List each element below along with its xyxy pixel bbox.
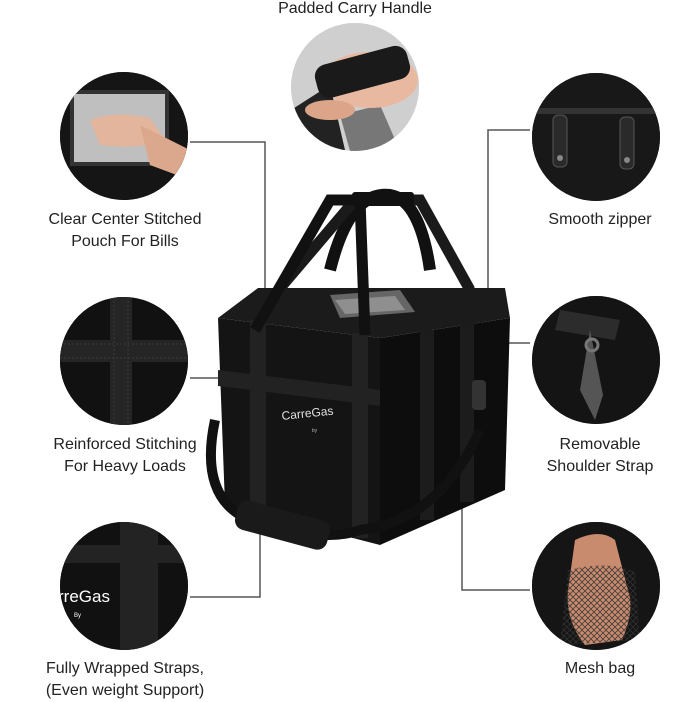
shoulder-strap-detail-image	[532, 296, 660, 424]
label-padded-handle: Padded Carry Handle	[278, 0, 432, 17]
bag-illustration	[205, 188, 510, 550]
label-mesh-bag: Mesh bag	[564, 660, 636, 677]
inset-brand-sub: By	[74, 613, 81, 619]
label-reinforced-stitching: Reinforced Stitching For Heavy Loads	[53, 436, 197, 475]
bag-brand-name: CarreGas	[281, 404, 334, 423]
zipper-detail-image	[532, 73, 660, 201]
label-smooth-zipper: Smooth zipper	[548, 211, 652, 228]
handle-detail-image	[291, 23, 419, 151]
mesh-bag-detail-image	[532, 522, 660, 650]
label-wrapped-straps: Fully Wrapped Straps, (Even weight Suppo…	[45, 660, 205, 699]
inset-brand-name: rreGas	[58, 587, 110, 606]
stitching-detail-image	[60, 297, 188, 425]
label-shoulder-strap: Removable Shoulder Strap	[546, 436, 654, 475]
pouch-detail-image	[60, 72, 188, 200]
bag-brand-sub: by	[312, 427, 318, 434]
wrapped-straps-detail-image: rreGas By	[58, 522, 188, 650]
label-clear-pouch: Clear Center Stitched Pouch For Bills	[48, 211, 202, 250]
